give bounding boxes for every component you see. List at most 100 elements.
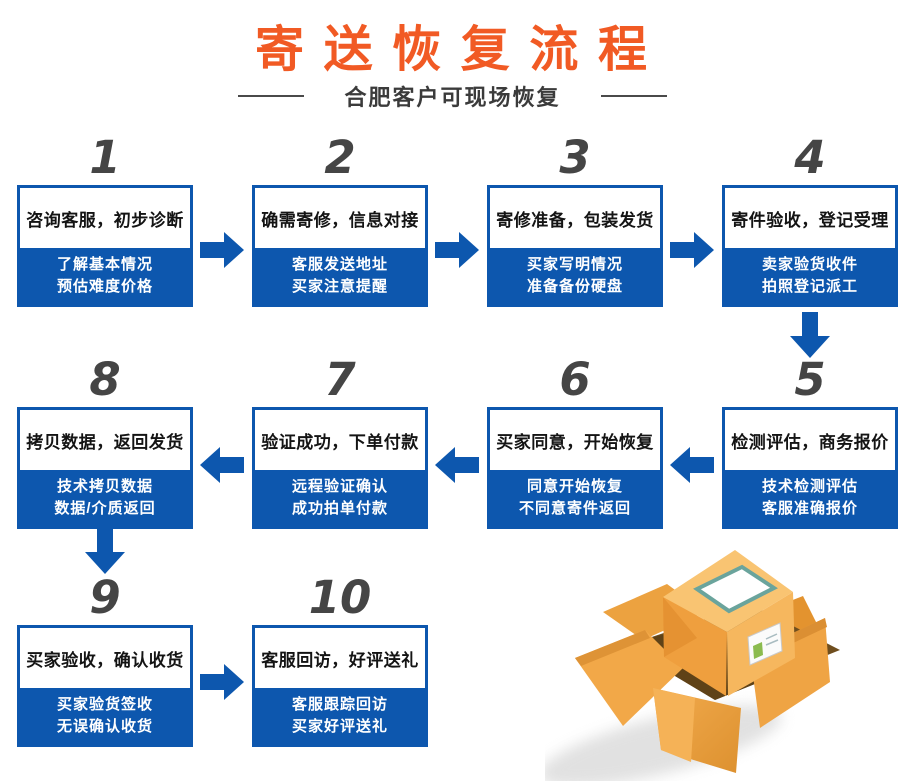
arrow-down-8-9-icon <box>85 528 125 574</box>
step-6-title: 买家同意，开始恢复 <box>496 432 654 452</box>
arrow-head <box>694 232 714 268</box>
arrow-right-9-10-icon <box>200 664 244 700</box>
step-8-number: 8 <box>89 353 121 406</box>
step-5-number: 5 <box>794 353 826 406</box>
step-7-detail-line1: 远程验证确认 <box>291 478 388 496</box>
arrow-stem <box>200 674 224 690</box>
step-2-title: 确需寄修，信息对接 <box>261 210 419 230</box>
arrow-head <box>224 664 244 700</box>
arrow-head <box>670 447 690 483</box>
arrow-head <box>459 232 479 268</box>
arrow-stem <box>435 242 459 258</box>
arrow-stem <box>802 312 818 336</box>
step-4: 4 寄件验收，登记受理 卖家验货收件 拍照登记派工 <box>722 133 898 307</box>
step-4-title: 寄件验收，登记受理 <box>731 210 889 230</box>
step-1-number: 1 <box>89 131 121 184</box>
step-5-detail-line2: 客服准确报价 <box>761 500 858 517</box>
step-10-detail: 客服跟踪回访 买家好评送礼 <box>255 688 425 744</box>
arrow-right-1-2-icon <box>200 232 244 268</box>
step-3-detail: 买家写明情况 准备备份硬盘 <box>490 248 660 304</box>
step-2: 2 确需寄修，信息对接 客服发送地址 买家注意提醒 <box>252 133 428 307</box>
step-7-number: 7 <box>324 353 356 406</box>
step-5-title: 检测评估，商务报价 <box>731 432 889 452</box>
subtitle-right-dash <box>600 95 667 97</box>
step-5: 5 检测评估，商务报价 技术检测评估 客服准确报价 <box>722 355 898 529</box>
arrow-head <box>224 232 244 268</box>
step-8-detail: 技术拷贝数据 数据/介质返回 <box>20 470 190 526</box>
step-7-title: 验证成功，下单付款 <box>261 432 419 452</box>
parcel-top-label <box>693 564 778 614</box>
step-1: 1 咨询客服，初步诊断 了解基本情况 预估难度价格 <box>17 133 193 307</box>
step-3-detail-line2: 准备备份硬盘 <box>526 278 623 295</box>
step-9-detail-line2: 无误确认收货 <box>56 718 153 735</box>
step-9-title: 买家验收，确认收货 <box>26 650 184 670</box>
step-4-box: 寄件验收，登记受理 卖家验货收件 拍照登记派工 <box>722 185 898 307</box>
arrow-left-5-6-icon <box>670 447 714 483</box>
step-6: 6 买家同意，开始恢复 同意开始恢复 不同意寄件返回 <box>487 355 663 529</box>
step-4-number: 4 <box>794 131 826 184</box>
parcel-box <box>663 550 795 696</box>
step-1-title: 咨询客服，初步诊断 <box>26 210 184 230</box>
step-9-box: 买家验收，确认收货 买家验货签收 无误确认收货 <box>17 625 193 747</box>
arrow-stem <box>97 528 113 552</box>
step-6-number: 6 <box>559 353 591 406</box>
subtitle-left-dash <box>238 95 305 97</box>
step-10-box: 客服回访，好评送礼 客服跟踪回访 买家好评送礼 <box>252 625 428 747</box>
step-6-detail: 同意开始恢复 不同意寄件返回 <box>490 470 660 526</box>
step-10-detail-line2: 买家好评送礼 <box>291 718 388 735</box>
page-subtitle: 合肥客户可现场恢复 <box>344 85 561 110</box>
step-3-detail-line1: 买家写明情况 <box>526 256 623 274</box>
page-title: 寄 送 恢 复 流 程 <box>254 23 651 77</box>
step-5-detail: 技术检测评估 客服准确报价 <box>725 470 895 526</box>
step-8-detail-line2: 数据/介质返回 <box>54 500 156 517</box>
arrow-right-3-4-icon <box>670 232 714 268</box>
step-10-title: 客服回访，好评送礼 <box>261 650 419 670</box>
arrow-right-2-3-icon <box>435 232 479 268</box>
step-3-title: 寄修准备，包装发货 <box>496 210 654 230</box>
step-3-box: 寄修准备，包装发货 买家写明情况 准备备份硬盘 <box>487 185 663 307</box>
step-9-detail: 买家验货签收 无误确认收货 <box>20 688 190 744</box>
arrow-stem <box>200 242 224 258</box>
step-1-detail: 了解基本情况 预估难度价格 <box>20 248 190 304</box>
step-9: 9 买家验收，确认收货 买家验货签收 无误确认收货 <box>17 573 193 747</box>
step-9-detail-line1: 买家验货签收 <box>56 696 153 714</box>
step-1-detail-line2: 预估难度价格 <box>56 278 153 295</box>
step-3: 3 寄修准备，包装发货 买家写明情况 准备备份硬盘 <box>487 133 663 307</box>
step-1-box: 咨询客服，初步诊断 了解基本情况 预估难度价格 <box>17 185 193 307</box>
step-8-detail-line1: 技术拷贝数据 <box>56 478 153 496</box>
parcel-shipping-label <box>747 622 783 666</box>
front-flap <box>653 688 741 773</box>
step-2-detail: 客服发送地址 买家注意提醒 <box>255 248 425 304</box>
arrow-down-4-5-icon <box>790 312 830 358</box>
step-7-box: 验证成功，下单付款 远程验证确认 成功拍单付款 <box>252 407 428 529</box>
arrow-head <box>200 447 220 483</box>
arrow-head <box>85 552 125 574</box>
step-5-detail-line1: 技术检测评估 <box>761 478 858 496</box>
step-4-detail-line2: 拍照登记派工 <box>761 278 858 295</box>
arrow-stem <box>455 457 479 473</box>
step-5-box: 检测评估，商务报价 技术检测评估 客服准确报价 <box>722 407 898 529</box>
arrow-left-7-8-icon <box>200 447 244 483</box>
step-4-detail: 卖家验货收件 拍照登记派工 <box>725 248 895 304</box>
arrow-head <box>790 336 830 358</box>
arrow-head <box>435 447 455 483</box>
arrow-stem <box>220 457 244 473</box>
step-10-number: 10 <box>308 571 372 624</box>
step-6-detail-line1: 同意开始恢复 <box>526 478 623 496</box>
arrow-stem <box>670 242 694 258</box>
arrow-stem <box>690 457 714 473</box>
step-1-detail-line1: 了解基本情况 <box>56 256 153 274</box>
step-4-detail-line1: 卖家验货收件 <box>761 256 858 274</box>
step-2-number: 2 <box>324 131 356 184</box>
step-7-detail: 远程验证确认 成功拍单付款 <box>255 470 425 526</box>
step-2-detail-line2: 买家注意提醒 <box>291 278 388 295</box>
step-6-box: 买家同意，开始恢复 同意开始恢复 不同意寄件返回 <box>487 407 663 529</box>
step-7-detail-line2: 成功拍单付款 <box>291 500 388 517</box>
step-6-detail-line2: 不同意寄件返回 <box>518 500 631 517</box>
step-9-number: 9 <box>89 571 121 624</box>
subtitle-row: 合肥客户可现场恢复 <box>0 82 905 110</box>
step-8-title: 拷贝数据，返回发货 <box>26 432 184 452</box>
step-3-number: 3 <box>559 131 591 184</box>
step-8-box: 拷贝数据，返回发货 技术拷贝数据 数据/介质返回 <box>17 407 193 529</box>
